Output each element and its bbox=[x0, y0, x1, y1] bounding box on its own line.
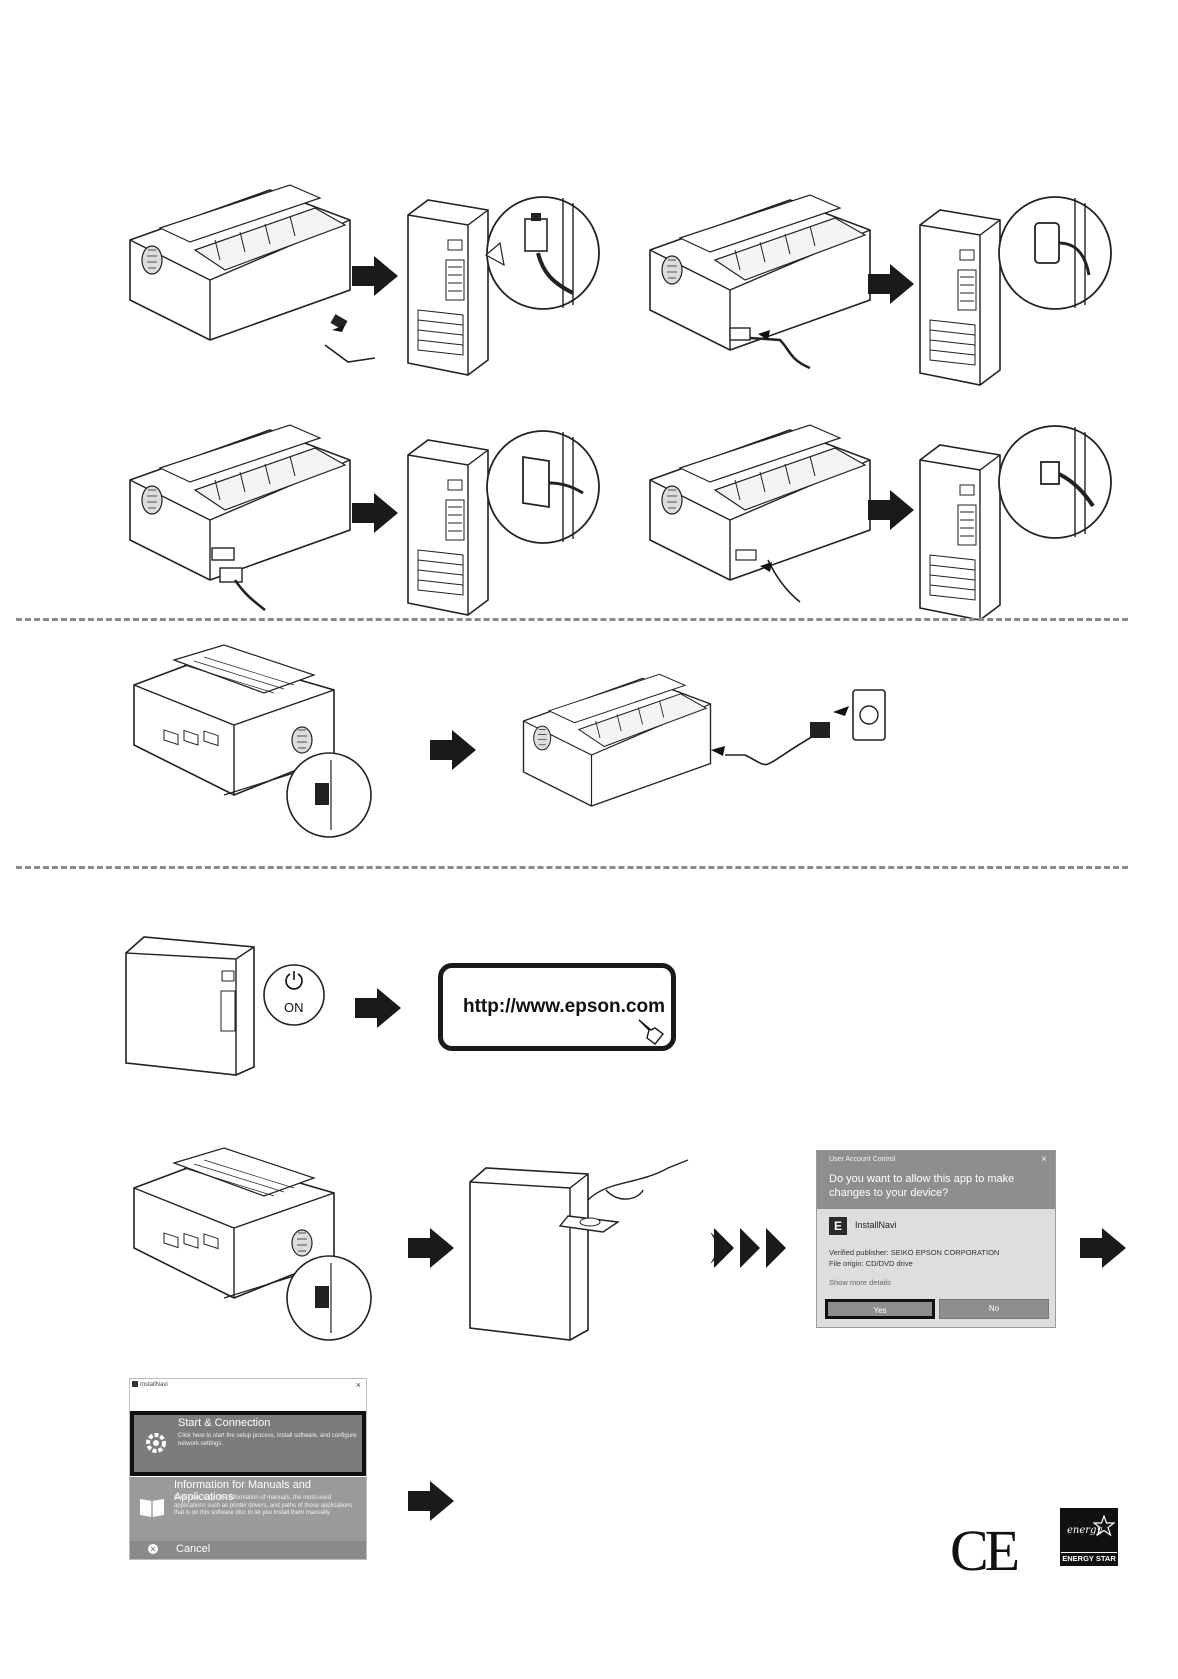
star-icon bbox=[1093, 1515, 1115, 1537]
close-icon[interactable]: × bbox=[1041, 1154, 1047, 1165]
close-icon[interactable]: × bbox=[355, 1380, 361, 1390]
right-arrow-icon bbox=[1080, 1228, 1126, 1273]
manuals-applications-option[interactable]: Information for Manuals and Applications… bbox=[130, 1477, 366, 1541]
printer-ethernet-illustration bbox=[649, 424, 871, 603]
uac-app-name: InstallNavi bbox=[855, 1220, 897, 1230]
installnavi-window: InstallNavi × Start & Connection Click h… bbox=[129, 1378, 367, 1560]
manuals-applications-desc: Click here to get the information of man… bbox=[174, 1495, 353, 1516]
cancel-option[interactable]: × Cancel bbox=[130, 1541, 366, 1559]
manuals-applications-title: Information for Manuals and Applications bbox=[174, 1479, 311, 1503]
right-arrow-icon bbox=[408, 1228, 454, 1273]
tower-usb-illustration bbox=[407, 196, 600, 376]
right-arrow-icon bbox=[868, 490, 914, 535]
insert-disc-illustration bbox=[469, 1159, 689, 1341]
power-on-label: ON bbox=[284, 1000, 304, 1015]
uac-origin-line: File origin: CD/DVD drive bbox=[829, 1259, 913, 1268]
right-arrow-icon bbox=[352, 493, 398, 538]
right-arrow-icon bbox=[868, 264, 914, 309]
uac-publisher-line: Verified publisher: SEIKO EPSON CORPORAT… bbox=[829, 1248, 1000, 1257]
right-arrow-icon bbox=[430, 730, 476, 775]
uac-dialog: User Account Control × Do you want to al… bbox=[816, 1150, 1056, 1328]
pointing-hand-icon bbox=[635, 1016, 665, 1051]
section-divider bbox=[16, 618, 1128, 621]
url-text[interactable]: http://www.epson.com bbox=[463, 996, 665, 1017]
energy-star-label: ENERGY STAR bbox=[1061, 1552, 1117, 1565]
printer-power-switch-illustration bbox=[133, 644, 372, 838]
installnavi-title: InstallNavi bbox=[140, 1382, 168, 1388]
right-arrow-icon bbox=[352, 256, 398, 301]
uac-publisher: Verified publisher: SEIKO EPSON CORPORAT… bbox=[829, 1247, 999, 1269]
no-button[interactable]: No bbox=[939, 1299, 1049, 1319]
cancel-icon: × bbox=[148, 1544, 158, 1554]
printer-parallel-illustration bbox=[129, 424, 351, 611]
right-arrow-icon bbox=[355, 988, 401, 1033]
right-arrow-icon bbox=[408, 1481, 454, 1526]
printer-on-illustration bbox=[133, 1147, 372, 1341]
url-box: http://www.epson.com bbox=[438, 963, 676, 1051]
start-connection-title: Start & Connection bbox=[178, 1417, 271, 1429]
uac-header: User Account Control × Do you want to al… bbox=[817, 1151, 1055, 1209]
ce-mark-icon: CE bbox=[950, 1518, 1020, 1583]
uac-question: Do you want to allow this app to make ch… bbox=[829, 1173, 1015, 1199]
power-icon bbox=[284, 970, 304, 995]
printer-power-cord-illustration bbox=[522, 673, 886, 807]
tower-parallel-illustration bbox=[407, 430, 600, 616]
start-connection-option[interactable]: Start & Connection Click here to start t… bbox=[130, 1411, 366, 1476]
energy-star-icon: energy ENERGY STAR bbox=[1060, 1508, 1118, 1566]
section-divider bbox=[16, 866, 1128, 869]
triple-arrow-icon bbox=[710, 1228, 794, 1273]
yes-button[interactable]: Yes bbox=[825, 1299, 935, 1319]
show-more-details-link[interactable]: Show more details bbox=[829, 1278, 891, 1287]
installnavi-title-icon bbox=[132, 1381, 138, 1387]
uac-header-label: User Account Control bbox=[829, 1156, 896, 1163]
printer-usb-illustration bbox=[129, 184, 376, 363]
computer-on-illustration bbox=[125, 936, 325, 1076]
tower-ethernet-illustration bbox=[919, 425, 1112, 621]
printer-serial-illustration bbox=[649, 194, 871, 370]
tower-serial-illustration bbox=[919, 196, 1112, 386]
book-icon bbox=[138, 1491, 166, 1519]
cancel-label: Cancel bbox=[176, 1543, 211, 1555]
energy-script: energy bbox=[1067, 1525, 1103, 1536]
installnavi-app-icon: E bbox=[829, 1217, 847, 1235]
start-connection-desc: Click here to start the setup process, i… bbox=[178, 1433, 357, 1447]
gear-icon bbox=[142, 1429, 170, 1457]
